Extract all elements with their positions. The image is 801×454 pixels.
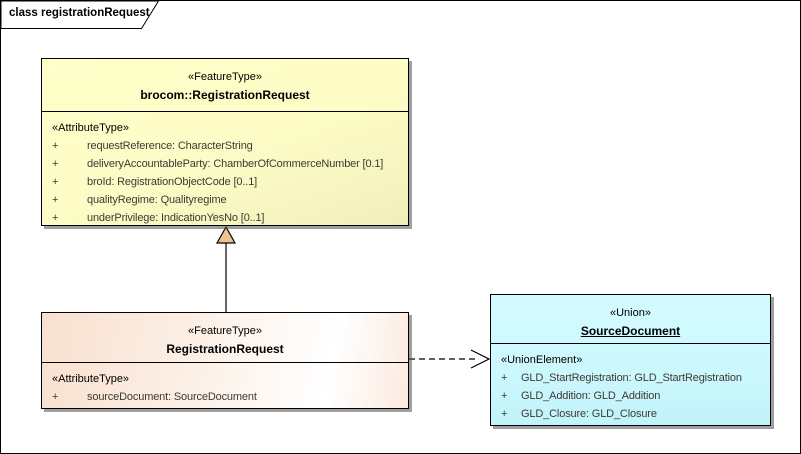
- visibility-plus: +: [52, 140, 59, 152]
- attribute-text: broId: RegistrationObjectCode [0..1]: [87, 176, 258, 188]
- attribute-section-label: «AttributeType»: [52, 122, 130, 134]
- visibility-plus: +: [52, 176, 59, 188]
- attribute-text: GLD_StartRegistration: GLD_StartRegistra…: [521, 372, 742, 384]
- attribute-row: + sourceDocument: SourceDocument: [42, 388, 408, 406]
- attribute-text: GLD_Addition: GLD_Addition: [521, 390, 661, 402]
- attribute-row: + qualityRegime: Qualityregime: [42, 191, 408, 209]
- attribute-row: + GLD_Addition: GLD_Addition: [491, 387, 770, 405]
- stereotype-label: «Union»: [610, 307, 651, 319]
- class-header: «Union» SourceDocument: [491, 295, 770, 343]
- class-box-source-document[interactable]: «Union» SourceDocument «UnionElement» + …: [490, 294, 771, 426]
- attributes-compartment: «AttributeType» + requestReference: Char…: [42, 111, 408, 227]
- attribute-section-label: «UnionElement»: [501, 354, 583, 366]
- stereotype-label: «FeatureType»: [188, 325, 262, 337]
- dependency-arrowhead-icon: [470, 349, 491, 369]
- visibility-plus: +: [501, 372, 508, 384]
- attribute-text: GLD_Closure: GLD_Closure: [521, 408, 657, 420]
- attribute-text: underPrivilege: IndicationYesNo [0..1]: [87, 212, 265, 224]
- attribute-row: + deliveryAccountableParty: ChamberOfCom…: [42, 155, 408, 173]
- class-header: «FeatureType» brocom::RegistrationReques…: [42, 59, 408, 111]
- attribute-row: + requestReference: CharacterString: [42, 137, 408, 155]
- diagram-frame-tab: [1, 1, 160, 29]
- attribute-text: qualityRegime: Qualityregime: [87, 194, 227, 206]
- attribute-row: + broId: RegistrationObjectCode [0..1]: [42, 173, 408, 191]
- visibility-plus: +: [501, 390, 508, 402]
- attribute-section-label: «AttributeType»: [52, 373, 130, 385]
- attribute-text: deliveryAccountableParty: ChamberOfComme…: [87, 158, 384, 170]
- attribute-text: requestReference: CharacterString: [87, 140, 253, 152]
- class-name: brocom::RegistrationRequest: [140, 88, 310, 102]
- attributes-compartment: «AttributeType» + sourceDocument: Source…: [42, 362, 408, 406]
- generalization-arrowhead-icon: [215, 225, 237, 244]
- attribute-row: + underPrivilege: IndicationYesNo [0..1]: [42, 209, 408, 227]
- stereotype-label: «FeatureType»: [188, 71, 262, 83]
- class-header: «FeatureType» RegistrationRequest: [42, 313, 408, 362]
- class-box-registration-request[interactable]: «FeatureType» RegistrationRequest «Attri…: [41, 312, 409, 409]
- class-name: RegistrationRequest: [166, 342, 284, 356]
- visibility-plus: +: [52, 158, 59, 170]
- visibility-plus: +: [52, 391, 59, 403]
- visibility-plus: +: [52, 194, 59, 206]
- attribute-text: sourceDocument: SourceDocument: [87, 391, 257, 403]
- class-box-brocom-registration-request[interactable]: «FeatureType» brocom::RegistrationReques…: [41, 58, 409, 226]
- visibility-plus: +: [501, 408, 508, 420]
- visibility-plus: +: [52, 212, 59, 224]
- attribute-row: + GLD_StartRegistration: GLD_StartRegist…: [491, 369, 770, 387]
- attributes-compartment: «UnionElement» + GLD_StartRegistration: …: [491, 343, 770, 423]
- diagram-tab-label: class registrationRequest: [9, 7, 150, 19]
- attribute-row: + GLD_Closure: GLD_Closure: [491, 405, 770, 423]
- class-name: SourceDocument: [580, 324, 681, 338]
